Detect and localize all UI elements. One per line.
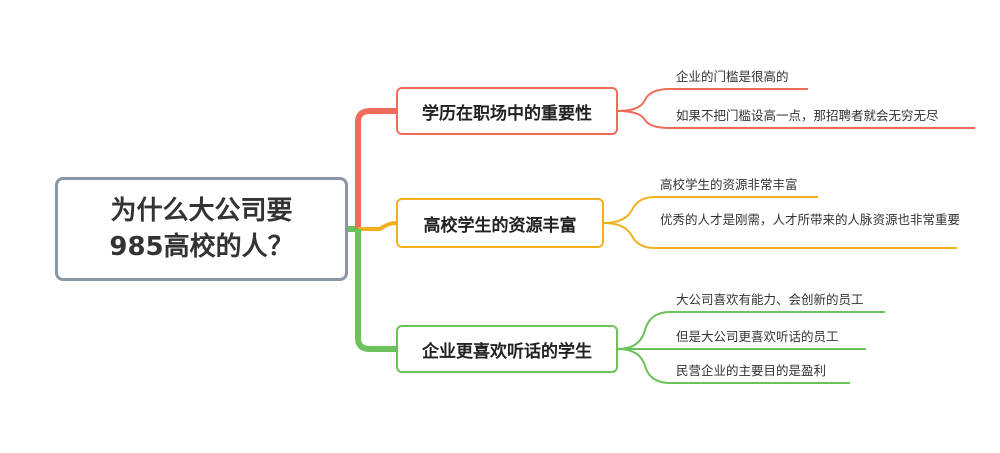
branch-topic-1[interactable]: 学历在职场中的重要性 [396,87,618,135]
subtopic-1-2[interactable]: 如果不把门槛设高一点，那招聘者就会无穷无尽 [676,108,939,123]
branch-connector-2 [358,221,397,231]
leaf-connector [603,196,818,224]
root-topic[interactable]: 为什么大公司要 985高校的人？ [55,177,348,281]
subtopic-1-1[interactable]: 企业的门槛是很高的 [676,69,789,84]
subtopic-3-3[interactable]: 民营企业的主要目的是盈利 [676,363,827,378]
root-topic-line2: 985高校的人？ [109,232,294,262]
subtopic-2-2[interactable]: 优秀的人才是刚需，人才所带来的人脉资源也非常重要 [660,212,961,227]
branch-topic-3[interactable]: 企业更喜欢听话的学生 [396,325,618,373]
root-topic-line1: 为什么大公司要 [110,196,293,226]
leaf-connector [617,311,885,350]
branch-connector-3 [355,229,396,352]
leaf-connector [603,222,957,249]
subtopic-3-2[interactable]: 但是大公司更喜欢听话的员工 [676,329,839,344]
leaf-connector [617,110,975,129]
leaf-connector [617,88,808,112]
branch-connector-1 [355,108,396,229]
subtopic-2-1[interactable]: 高校学生的资源非常丰富 [660,177,798,192]
leaf-connector [617,348,850,384]
branch-topic-2[interactable]: 高校学生的资源丰富 [396,198,604,248]
subtopic-3-1[interactable]: 大公司喜欢有能力、会创新的员工 [676,292,864,307]
